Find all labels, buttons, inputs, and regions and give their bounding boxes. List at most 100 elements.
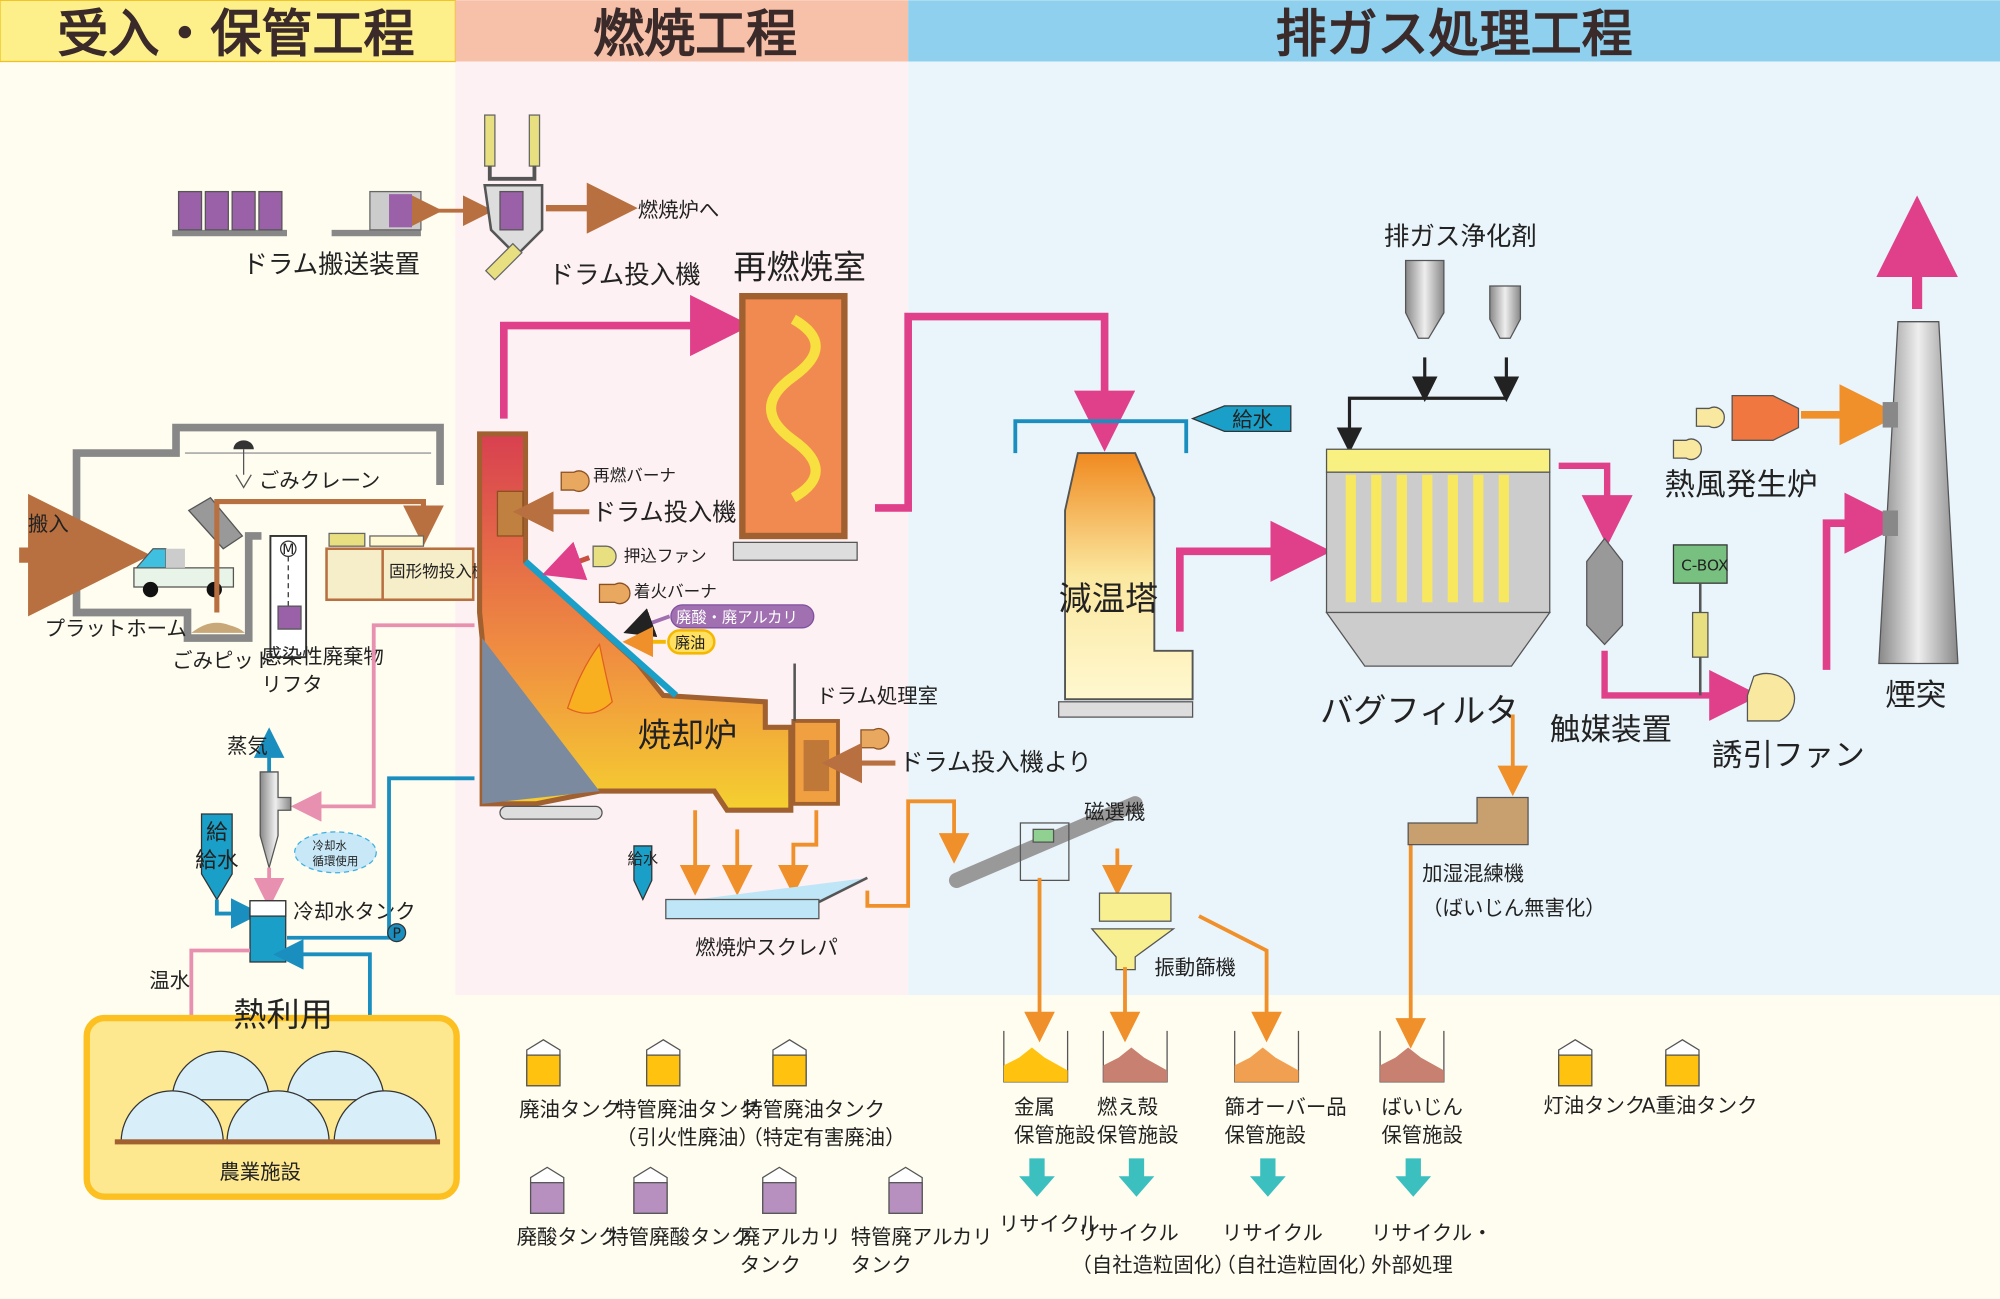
tank: 特管廃油タンク（引火性廃油）	[616, 1039, 759, 1149]
feed-water-line	[214, 898, 262, 929]
greenhouse-icons	[114, 1050, 441, 1145]
flue-gas-line-1	[500, 294, 752, 419]
stack-label: 煙突	[1885, 679, 1946, 714]
motor-icon: M	[282, 542, 294, 558]
storage-label-sub: 保管施設	[1381, 1123, 1463, 1147]
feed-water-label-left-2: 給水	[195, 849, 239, 874]
tank-label: 特管廃酸タンク	[608, 1225, 751, 1249]
forced-fan-icon	[592, 545, 617, 568]
forced-air-arrow	[542, 541, 591, 581]
magnet-separator-icon	[948, 796, 1143, 889]
tower-feed-water-tag	[1190, 405, 1292, 433]
tank-label-sub: （引火性廃油）	[616, 1125, 759, 1149]
catalyst-unit	[1586, 537, 1624, 646]
tank-label: 廃酸タンク	[517, 1225, 619, 1249]
feed-water-label-left-1: 給	[206, 821, 228, 846]
crane-icon	[233, 440, 254, 489]
lifter-label-2: リフタ	[261, 673, 322, 697]
reburn-burner-label: 再燃バーナ	[593, 466, 676, 485]
incinerator-label: 焼却炉	[638, 715, 737, 754]
section-title-exhaust: 排ガス処理工程	[1276, 5, 1633, 64]
recycle-arrow-icon	[1250, 1158, 1286, 1197]
ash-discharge-lines	[679, 799, 970, 908]
header-combustion	[455, 0, 909, 62]
hot-air-generator	[1731, 395, 1800, 441]
bag-filter-label: バグフィルタ	[1320, 691, 1518, 730]
cooling-loop-bubble	[294, 831, 377, 874]
lifter-label-1: 感染性廃棄物	[261, 645, 383, 669]
acid-alkali-arrow	[623, 608, 671, 638]
pit-label: ごみピット	[172, 648, 274, 672]
heat-use-label: 熱利用	[233, 995, 332, 1034]
cyclone-icon	[259, 771, 292, 870]
purifier-feed-lines	[1336, 357, 1520, 454]
waste-oil-label: 廃油	[675, 634, 706, 652]
tank-label: 特管廃油タンク	[742, 1097, 885, 1121]
water-jacket	[523, 559, 679, 698]
hot-water-line	[176, 948, 250, 1056]
to-furnace-label: 燃焼炉へ	[638, 198, 720, 222]
recycle-label: リサイクル	[1078, 1221, 1179, 1245]
tank: 灯油タンク	[1543, 1039, 1645, 1118]
residue-lines	[1024, 829, 1427, 1049]
bag-filter-hopper	[1325, 611, 1551, 667]
bag-filter-top	[1325, 448, 1551, 473]
storage-label-sub: 保管施設	[1224, 1123, 1306, 1147]
tank: A重油タンク	[1642, 1039, 1758, 1118]
steam-label: 蒸気	[227, 734, 268, 758]
storage-label: 篩オーバー品	[1224, 1095, 1346, 1119]
storage-label-sub: 保管施設	[1014, 1123, 1096, 1147]
tank: 廃酸タンク	[517, 1166, 619, 1249]
afterburner-label: 再燃焼室	[733, 247, 866, 286]
flame-icon	[566, 642, 613, 714]
tank-list: 廃油タンク特管廃油タンク（引火性廃油）特管廃油タンク（特定有害廃油）廃酸タンク特…	[517, 1039, 1758, 1277]
residue-pile-icon	[1003, 1047, 1068, 1082]
drum-room-burner-icon	[860, 727, 890, 750]
cooling-loop-label-2: 循環使用	[313, 854, 359, 868]
recycle-arrow-icon	[1118, 1158, 1155, 1197]
flue-gas-line-2	[875, 312, 1136, 512]
acid-alkali-badge	[670, 604, 815, 629]
scraper-label: 燃焼炉スクレパ	[695, 935, 838, 959]
storage-label: 金属	[1014, 1095, 1055, 1119]
tank: 特管廃酸タンク	[608, 1166, 751, 1249]
kneader-label-1: 加湿混練機	[1422, 861, 1524, 885]
induced-fan-icon	[1746, 672, 1796, 722]
hot-air-generator-label: 熱風発生炉	[1665, 468, 1818, 503]
tank-label: 灯油タンク	[1543, 1094, 1645, 1118]
swirl-flow-icon	[765, 314, 821, 503]
storage-area	[455, 995, 2000, 1299]
residue-pile-icon	[1380, 1047, 1444, 1082]
storage-list: 金属保管施設リサイクル燃え殻保管施設リサイクル（自社造粒固化）篩オーバー品保管施…	[999, 1030, 1493, 1277]
recycle-arrow-icon	[1019, 1158, 1055, 1197]
tank: 特管廃油タンク（特定有害廃油）	[742, 1039, 905, 1149]
crane-feed-arrow	[214, 498, 444, 613]
waste-oil-badge	[667, 629, 716, 655]
flue-gas-line-3	[1176, 520, 1332, 632]
cooling-tank-label: 冷却水タンク	[293, 900, 415, 924]
waste-pile-icon	[191, 622, 245, 633]
drum-conveyor-label: ドラム搬送装置	[242, 250, 420, 280]
tank-label: A重油タンク	[1642, 1094, 1758, 1118]
tank-label: 廃油タンク	[519, 1097, 621, 1121]
scraper-feed-water-label: 給水	[628, 850, 659, 868]
solid-feeder-label: 固形物投入機	[389, 562, 488, 581]
drum-room-inner	[803, 740, 830, 792]
vibrating-screen-label: 振動篩機	[1154, 956, 1236, 980]
feed-water-tank-left	[200, 813, 233, 901]
recycle-label-sub: 外部処理	[1371, 1253, 1453, 1277]
purifier-label: 排ガス浄化剤	[1384, 222, 1537, 252]
recycle-arrow-icon	[1395, 1158, 1432, 1197]
recycle-label-sub: （自社造粒固化）	[1216, 1253, 1379, 1277]
kneader-icon	[1407, 796, 1529, 846]
storage-label: 燃え殻	[1097, 1095, 1158, 1119]
carry-in-label: 搬入	[28, 512, 69, 536]
residue-pile-icon	[1103, 1047, 1168, 1082]
